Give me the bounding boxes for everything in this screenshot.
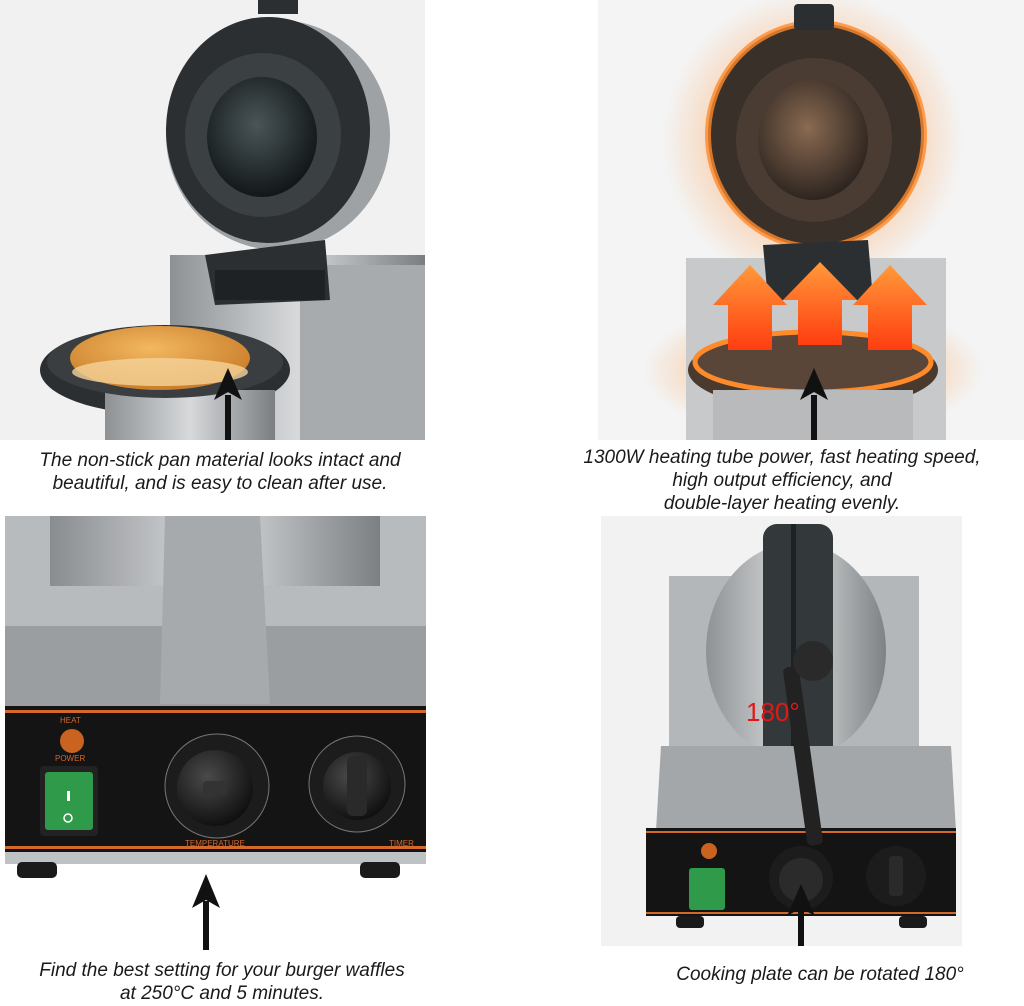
burger-maker-rotated-photo: 180° — [601, 516, 962, 946]
temperature-knob-icon[interactable] — [164, 733, 270, 839]
control-panel-photo: HEAT POWER TEMPERATURE TIMER — [5, 516, 426, 950]
arrow-up-icon — [214, 368, 242, 440]
burger-maker-open-photo — [0, 0, 425, 440]
panel-control-settings: HEAT POWER TEMPERATURE TIMER — [5, 516, 426, 950]
arrow-up-icon — [787, 884, 815, 946]
timer-knob-icon[interactable] — [308, 735, 406, 833]
caption-nonstick-pan: The non-stick pan material looks intact … — [39, 450, 401, 495]
temperature-knob-icon[interactable] — [769, 846, 833, 910]
arrow-up-icon — [800, 368, 828, 440]
caption-rotation: Cooking plate can be rotated 180° — [676, 964, 964, 985]
panel-nonstick-pan — [0, 0, 425, 440]
timer-label: TIMER — [389, 839, 414, 848]
heat-label: HEAT — [60, 716, 81, 725]
arrow-up-icon — [192, 874, 220, 950]
panel-heating — [598, 0, 1024, 440]
power-switch-icon[interactable] — [689, 868, 725, 910]
timer-knob-icon[interactable] — [866, 846, 926, 906]
panel-rotation: 180° — [601, 516, 962, 946]
heat-arrow-icon — [713, 262, 927, 350]
caption-heating: 1300W heating tube power, fast heating s… — [583, 447, 981, 515]
rotation-label: 180° — [746, 697, 800, 727]
burger-maker-heating-photo — [598, 0, 1024, 440]
temperature-label: TEMPERATURE — [185, 839, 245, 848]
power-switch-icon[interactable] — [40, 766, 98, 836]
caption-best-setting: Find the best setting for your burger wa… — [39, 960, 405, 1005]
power-label: POWER — [55, 754, 85, 763]
